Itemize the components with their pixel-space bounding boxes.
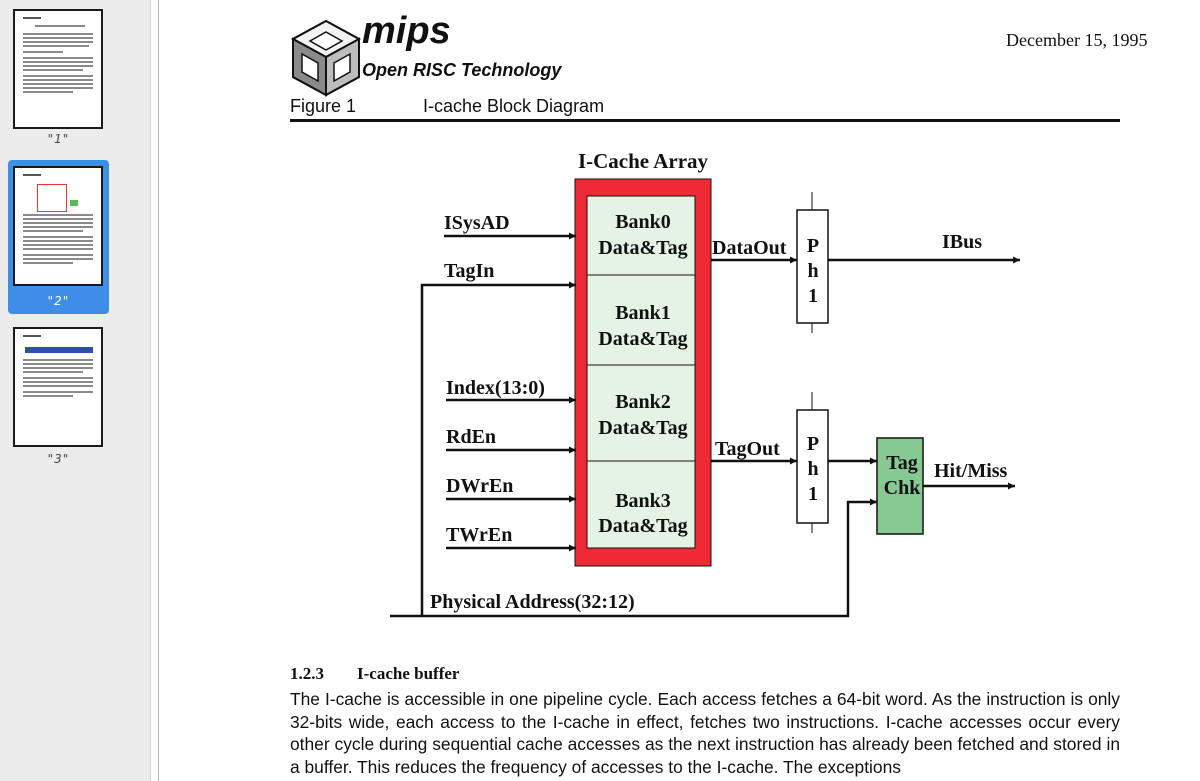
phase1-latch-top xyxy=(796,209,829,324)
physical-address-wire xyxy=(390,498,877,618)
hit-miss-label: Hit/Miss xyxy=(934,460,1008,482)
bank-3-name: Bank3 xyxy=(615,490,671,512)
input-label-dwren: DWrEn xyxy=(446,475,513,497)
page-thumbnail-image xyxy=(13,166,103,286)
thumbnail-sidebar: "1" "2" xyxy=(0,0,151,781)
latch-bottom-p: P xyxy=(807,433,819,455)
latch-bottom-1: 1 xyxy=(808,483,818,505)
dataout-label: DataOut xyxy=(712,237,787,259)
section-heading: 1.2.3 I-cache buffer xyxy=(290,664,459,684)
latch-bottom-h: h xyxy=(807,458,818,480)
bank-3-label: Data&Tag xyxy=(598,515,687,537)
page-thumbnail-image xyxy=(13,327,103,447)
bank-1-label: Data&Tag xyxy=(598,328,687,350)
page-thumbnail-2[interactable]: "2" xyxy=(8,160,109,314)
input-label-tagin: TagIn xyxy=(444,260,494,282)
latch-top-p: P xyxy=(807,235,819,257)
figure-rule xyxy=(290,119,1120,122)
input-label-isysad: ISysAD xyxy=(444,212,510,234)
input-label-index: Index(13:0) xyxy=(446,377,545,399)
bank-0-name: Bank0 xyxy=(615,211,671,233)
ibus-label: IBus xyxy=(942,231,982,253)
section-number: 1.2.3 xyxy=(290,664,324,683)
icache-array-body xyxy=(586,195,696,549)
icache-block-diagram: I-Cache Array Bank0 Data&Tag Bank1 Data&… xyxy=(390,149,1020,618)
section-body: The I-cache is accessible in one pipelin… xyxy=(290,688,1120,778)
section-title: I-cache buffer xyxy=(357,664,460,683)
tagout-label: TagOut xyxy=(715,438,780,460)
physical-address-label: Physical Address(32:12) xyxy=(430,591,635,613)
tagin-wire xyxy=(420,281,576,616)
document-date: December 15, 1995 xyxy=(1006,30,1148,50)
mips-logo-icon xyxy=(290,19,362,97)
logo-subtitle: Open RISC Technology xyxy=(362,60,562,80)
latch-top-1: 1 xyxy=(808,285,818,307)
logo-text: mips xyxy=(362,10,451,52)
bank-2-name: Bank2 xyxy=(615,391,671,413)
page-thumbnail-label: "3" xyxy=(47,452,70,466)
section-paragraph: The I-cache is accessible in one pipelin… xyxy=(290,689,1120,777)
input-label-rden: RdEn xyxy=(446,426,496,448)
input-label-twren: TWrEn xyxy=(446,524,512,546)
bank-2-label: Data&Tag xyxy=(598,417,687,439)
tag-check-label-2: Chk xyxy=(884,477,922,499)
sidebar-scrollbar[interactable] xyxy=(150,0,159,781)
page-thumbnail-3[interactable]: "3" xyxy=(8,322,109,466)
bank-1-name: Bank1 xyxy=(615,302,671,324)
page-thumbnail-label: "2" xyxy=(47,294,70,308)
page-thumbnail-image xyxy=(13,9,103,129)
bank-0-label: Data&Tag xyxy=(598,237,687,259)
document-page: mips Open RISC Technology December 15, 1… xyxy=(160,0,1200,781)
phase1-latch-bottom xyxy=(796,409,829,524)
tag-check-block xyxy=(876,437,924,535)
array-title: I-Cache Array xyxy=(578,149,709,173)
latch-top-h: h xyxy=(807,260,818,282)
figure-title: I-cache Block Diagram xyxy=(423,96,605,116)
page-thumbnail-1[interactable]: "1" xyxy=(8,4,109,146)
tag-check-label-1: Tag xyxy=(886,452,918,474)
page-thumbnail-label: "1" xyxy=(47,132,70,146)
figure-number: Figure 1 xyxy=(290,96,357,116)
